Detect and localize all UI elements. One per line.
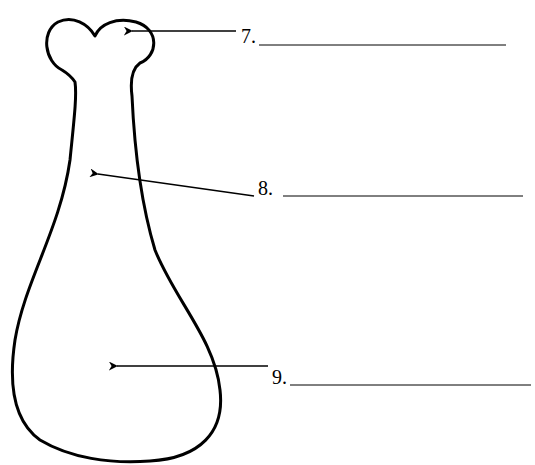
- callout-holder: 8.: [258, 178, 273, 199]
- callout-holder: 7.: [241, 26, 256, 47]
- answer-blank: [283, 196, 523, 197]
- answer-blank: [259, 45, 506, 46]
- callout-number: 7.: [241, 25, 256, 47]
- bone-outline: [12, 20, 220, 462]
- callout-holder: 9.: [272, 367, 287, 388]
- callout-number: 9.: [272, 366, 287, 388]
- leader-line: [132, 30, 236, 32]
- callout-number: 8.: [258, 177, 273, 199]
- leader-line: [98, 174, 254, 196]
- answer-blank: [290, 385, 531, 386]
- leader-line: [117, 365, 268, 367]
